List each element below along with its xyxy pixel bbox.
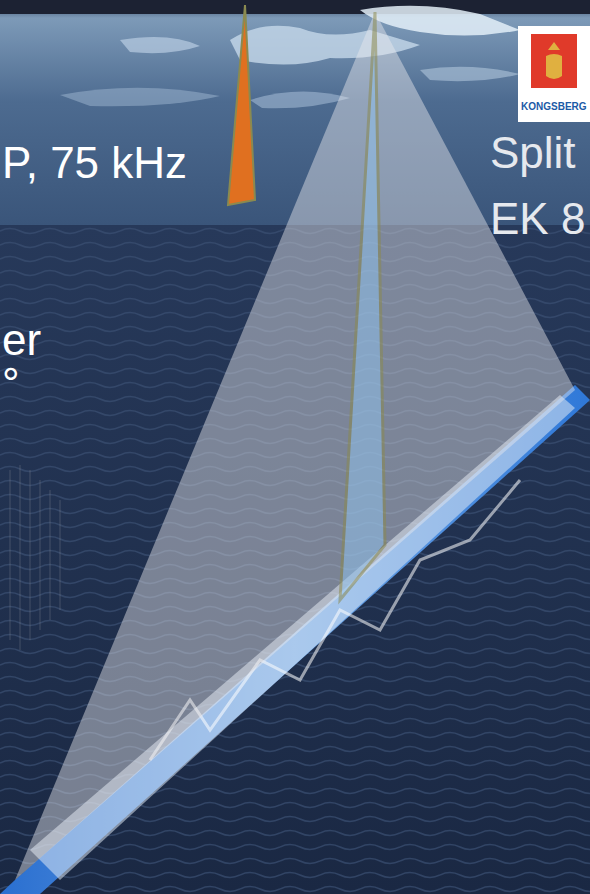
degree-sign: ° [2,362,20,406]
model-text: EK 8 [490,197,585,241]
frequency-text: P, 75 kHz [2,141,187,185]
logo-text: KONGSBERG [521,102,587,112]
logo-emblem [518,26,590,96]
text-fragment: er [2,318,41,362]
title-fragment: Split [490,131,576,175]
